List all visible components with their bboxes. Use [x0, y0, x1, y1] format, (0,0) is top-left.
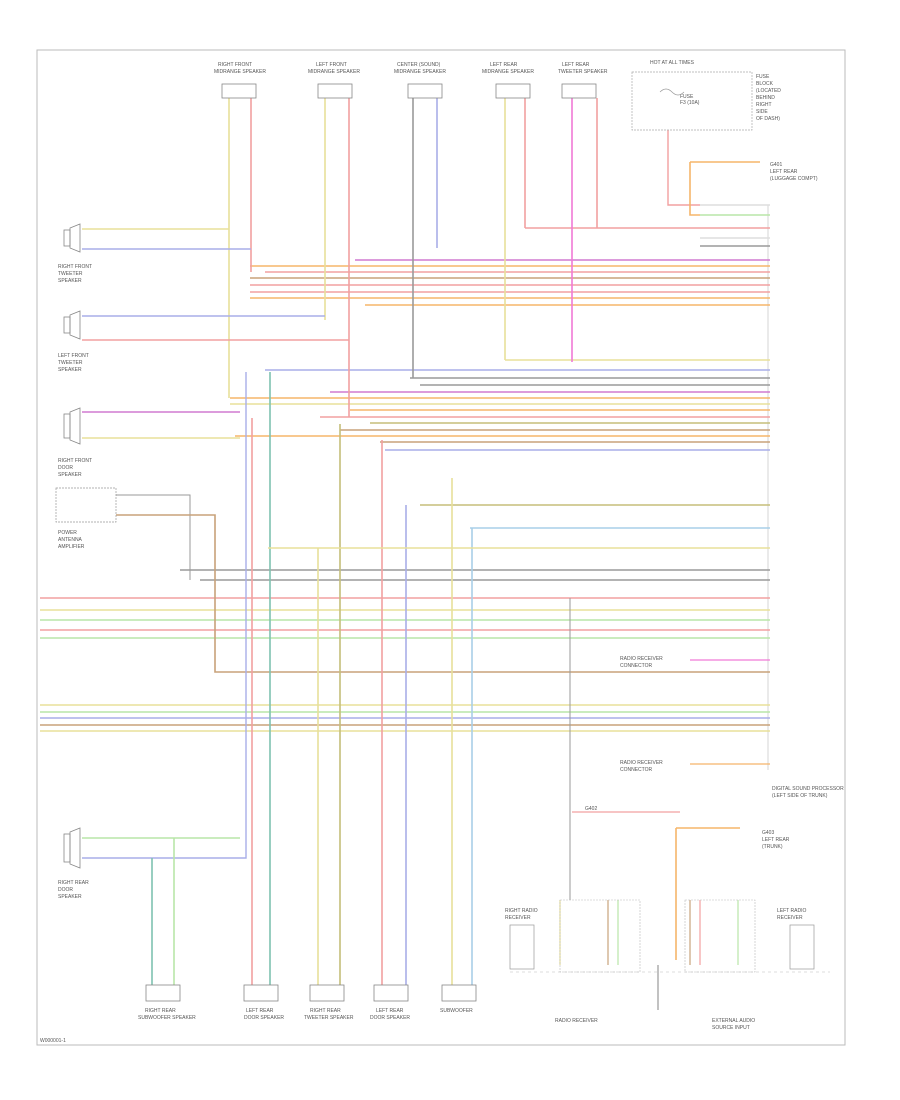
svg-text:SPEAKER: SPEAKER — [58, 278, 82, 284]
svg-text:MIDRANGE SPEAKER: MIDRANGE SPEAKER — [214, 69, 266, 75]
svg-text:SPEAKER: SPEAKER — [58, 472, 82, 478]
wire-51 — [667, 130, 700, 206]
speaker-left-front-midrange: LEFT FRONT MIDRANGE SPEAKER — [308, 62, 360, 99]
speaker-left-rear-midrange: LEFT REAR MIDRANGE SPEAKER — [482, 62, 534, 99]
footer-code: W000001-1 — [40, 1038, 66, 1044]
svg-text:TWEETER SPEAKER: TWEETER SPEAKER — [558, 69, 608, 75]
subwoofer: SUBWOOFER — [440, 984, 477, 1014]
dsp-desc: (LEFT SIDE OF TRUNK) — [772, 793, 828, 799]
bottom-speakers: RIGHT REAR SUBWOOFER SPEAKER LEFT REAR D… — [138, 984, 477, 1021]
right-labels: G401 LEFT REAR (LUGGAGE COMPT) DIGITAL S… — [585, 162, 844, 850]
radio-receiver-label: RADIO RECEIVER — [555, 1018, 598, 1024]
speaker-center-midrange: CENTER (SOUND) MIDRANGE SPEAKER — [394, 62, 446, 99]
fuse-desc-3: BEHIND — [756, 95, 775, 101]
power-antenna-amplifier: POWER ANTENNA AMPLIFIER — [55, 487, 117, 550]
svg-text:RIGHT REAR: RIGHT REAR — [145, 1008, 176, 1014]
ground-g401-extra: (LUGGAGE COMPT) — [770, 176, 818, 182]
speaker-left-rear-door-1: LEFT REAR DOOR SPEAKER — [243, 984, 284, 1021]
dsp-name: DIGITAL SOUND PROCESSOR — [772, 786, 844, 792]
bottom-right-components: RIGHT RADIO RECEIVER RADIO RECEIVER EXTE… — [505, 899, 830, 1031]
fuse-line-1: FUSE — [680, 94, 694, 100]
svg-text:SUBWOOFER SPEAKER: SUBWOOFER SPEAKER — [138, 1015, 196, 1021]
svg-text:DOOR: DOOR — [58, 887, 73, 893]
fuse-desc-2: (LOCATED — [756, 88, 781, 94]
svg-text:TWEETER: TWEETER — [58, 271, 83, 277]
svg-text:MIDRANGE SPEAKER: MIDRANGE SPEAKER — [308, 69, 360, 75]
svg-text:DOOR SPEAKER: DOOR SPEAKER — [370, 1015, 410, 1021]
ground-g401-name: G401 — [770, 162, 782, 168]
left-speakers: RIGHT FRONT TWEETER SPEAKER LEFT FRONT T… — [55, 223, 117, 900]
svg-text:RIGHT FRONT: RIGHT FRONT — [58, 264, 92, 270]
fuse-block: HOT AT ALL TIMES FUSE F3 (10A) FUSE BLOC… — [631, 60, 781, 131]
wire-60 — [116, 494, 191, 580]
speaker-left-rear-door-2: LEFT REAR DOOR SPEAKER — [370, 984, 410, 1021]
svg-text:LEFT FRONT: LEFT FRONT — [58, 353, 89, 359]
speaker-right-front-door: RIGHT FRONT DOOR SPEAKER — [58, 407, 92, 478]
fuse-line-2: F3 (10A) — [680, 100, 700, 106]
ground-g402: G402 — [585, 806, 597, 812]
svg-text:RIGHT FRONT: RIGHT FRONT — [58, 458, 92, 464]
svg-text:AMPLIFIER: AMPLIFIER — [58, 544, 85, 550]
svg-text:RIGHT REAR: RIGHT REAR — [58, 880, 89, 886]
speaker-right-front-tweeter: RIGHT FRONT TWEETER SPEAKER — [58, 223, 92, 284]
fuse-desc-6: OF DASH) — [756, 116, 780, 122]
svg-text:RIGHT FRONT: RIGHT FRONT — [218, 62, 252, 68]
ext-audio-desc: SOURCE INPUT — [712, 1025, 750, 1031]
svg-text:MIDRANGE SPEAKER: MIDRANGE SPEAKER — [394, 69, 446, 75]
svg-text:LEFT REAR: LEFT REAR — [246, 1008, 274, 1014]
wire-53 — [689, 162, 700, 216]
svg-text:MIDRANGE SPEAKER: MIDRANGE SPEAKER — [482, 69, 534, 75]
svg-text:RIGHT REAR: RIGHT REAR — [310, 1008, 341, 1014]
svg-text:SUBWOOFER: SUBWOOFER — [440, 1008, 473, 1014]
speaker-right-front-midrange: RIGHT FRONT MIDRANGE SPEAKER — [214, 62, 266, 99]
left-radio-desc: RECEIVER — [777, 915, 803, 921]
right-radio-desc: RECEIVER — [505, 915, 531, 921]
svg-text:POWER: POWER — [58, 530, 77, 536]
wire-63 — [82, 372, 247, 859]
svg-text:LEFT REAR: LEFT REAR — [490, 62, 518, 68]
fuse-box-title: HOT AT ALL TIMES — [650, 60, 695, 66]
svg-text:LEFT REAR: LEFT REAR — [376, 1008, 404, 1014]
ext-audio-name: EXTERNAL AUDIO — [712, 1018, 755, 1024]
svg-text:DOOR SPEAKER: DOOR SPEAKER — [244, 1015, 284, 1021]
svg-text:LEFT FRONT: LEFT FRONT — [316, 62, 347, 68]
speaker-left-front-tweeter: LEFT FRONT TWEETER SPEAKER — [58, 310, 89, 373]
wires-group — [40, 98, 770, 985]
svg-text:ANTENNA: ANTENNA — [58, 537, 83, 543]
fuse-desc-1: BLOCK — [756, 81, 774, 87]
ground-g403-desc: LEFT REAR — [762, 837, 790, 843]
svg-text:CENTER (SOUND): CENTER (SOUND) — [397, 62, 441, 68]
ground-g403-name: G403 — [762, 830, 774, 836]
fuse-desc-4: RIGHT — [756, 102, 772, 108]
diagram-frame — [36, 49, 846, 1046]
ground-g403-extra: (TRUNK) — [762, 844, 783, 850]
radio-conn-1-desc: CONNECTOR — [620, 663, 653, 669]
speaker-left-rear-tweeter: LEFT REAR TWEETER SPEAKER — [558, 62, 608, 99]
top-speakers: RIGHT FRONT MIDRANGE SPEAKER LEFT FRONT … — [214, 62, 608, 99]
speaker-right-rear-door: RIGHT REAR DOOR SPEAKER — [58, 827, 89, 900]
wire-61 — [116, 514, 770, 673]
svg-text:LEFT REAR: LEFT REAR — [562, 62, 590, 68]
fuse-desc-5: SIDE — [756, 109, 768, 115]
fuse-desc-0: FUSE — [756, 74, 770, 80]
radio-conn-2-name: RADIO RECEIVER — [620, 760, 663, 766]
radio-conn-2-desc: CONNECTOR — [620, 767, 653, 773]
svg-text:TWEETER SPEAKER: TWEETER SPEAKER — [304, 1015, 354, 1021]
svg-text:SPEAKER: SPEAKER — [58, 894, 82, 900]
svg-text:SPEAKER: SPEAKER — [58, 367, 82, 373]
speaker-right-rear-subwoofer: RIGHT REAR SUBWOOFER SPEAKER — [138, 984, 196, 1021]
left-radio-name: LEFT RADIO — [777, 908, 806, 914]
svg-text:DOOR: DOOR — [58, 465, 73, 471]
right-radio-name: RIGHT RADIO — [505, 908, 538, 914]
speaker-right-rear-tweeter: RIGHT REAR TWEETER SPEAKER — [304, 984, 354, 1021]
radio-conn-1-name: RADIO RECEIVER — [620, 656, 663, 662]
ground-g401-desc: LEFT REAR — [770, 169, 798, 175]
svg-text:TWEETER: TWEETER — [58, 360, 83, 366]
